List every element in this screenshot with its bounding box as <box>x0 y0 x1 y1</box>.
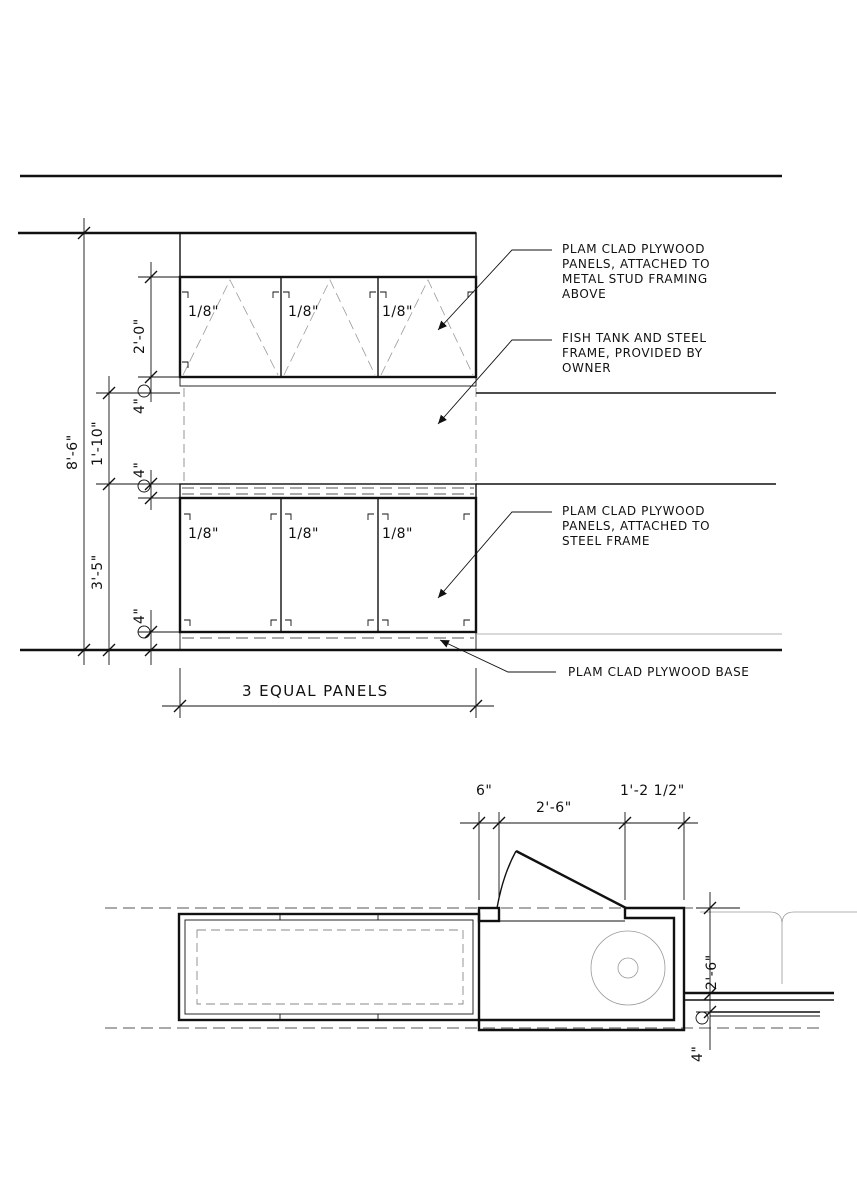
gap-label: 1/8" <box>188 304 219 320</box>
svg-text:FRAME, PROVIDED BY: FRAME, PROVIDED BY <box>562 346 703 360</box>
note-fish-tank: FISH TANK AND STEEL FRAME, PROVIDED BY O… <box>562 331 707 375</box>
alcove-wall <box>477 906 686 1032</box>
door-swing-arc <box>496 850 517 909</box>
svg-text:PLAM CLAD PLYWOOD: PLAM CLAD PLYWOOD <box>562 504 705 518</box>
svg-text:8'-6": 8'-6" <box>65 434 81 470</box>
svg-text:STEEL FRAME: STEEL FRAME <box>562 534 650 548</box>
dim-six-inch: 6" <box>476 783 492 799</box>
dim-two-six: 2'-6" <box>536 800 572 816</box>
dim-width: 3 EQUAL PANELS <box>162 668 494 718</box>
lower-panel-group <box>178 483 782 651</box>
svg-text:4": 4" <box>132 462 148 478</box>
plan-dim-horizontal: 6" 2'-6" 1'-2 1/2" <box>460 783 698 900</box>
leader-base <box>439 639 556 673</box>
panel-clips <box>184 513 470 626</box>
svg-text:2'-0": 2'-0" <box>132 318 148 354</box>
sink-bowl <box>590 930 666 1006</box>
plan-cabinet <box>177 912 481 1022</box>
soffit-box <box>179 232 477 278</box>
leader-fish-tank <box>437 339 552 425</box>
sink-drain <box>617 957 639 979</box>
dim-four-inch: 4" <box>690 1046 706 1062</box>
leader-lower-panels <box>437 511 552 599</box>
dim-base: 4" <box>132 608 180 665</box>
lower-panel-frame <box>178 496 478 634</box>
counter-outline <box>700 911 857 984</box>
door-leaf <box>515 849 627 910</box>
dim-depth: 2'-6" <box>704 954 720 990</box>
svg-text:METAL STUD FRAMING: METAL STUD FRAMING <box>562 272 708 286</box>
plan-view: 6" 2'-6" 1'-2 1/2" 2'-6" 4" <box>105 783 857 1062</box>
leader-upper-panels <box>437 249 552 331</box>
gap-label: 1/8" <box>288 526 319 542</box>
note-base: PLAM CLAD PLYWOOD BASE <box>568 665 750 679</box>
plan-cabinet-inner <box>184 919 474 1015</box>
note-lower-panels: PLAM CLAD PLYWOOD PANELS, ATTACHED TO ST… <box>562 504 710 548</box>
gap-label: 1/8" <box>382 526 413 542</box>
door-jamb <box>477 906 501 923</box>
dim-one-two-half: 1'-2 1/2" <box>620 783 685 799</box>
svg-text:3 EQUAL PANELS: 3 EQUAL PANELS <box>242 682 389 700</box>
panel-swing-lines <box>283 279 376 376</box>
svg-text:4": 4" <box>132 608 148 624</box>
panel-swing-lines <box>182 279 279 376</box>
note-upper-panels: PLAM CLAD PLYWOOD PANELS, ATTACHED TO ME… <box>562 242 710 301</box>
plan-tank-hidden <box>196 929 464 1005</box>
base <box>179 631 477 651</box>
panel-clips <box>182 291 474 368</box>
svg-text:3'-5": 3'-5" <box>90 554 106 590</box>
svg-text:OWNER: OWNER <box>562 361 611 375</box>
dim-tank-and-lower: 1'-10" 3'-5" <box>90 376 180 665</box>
svg-text:ABOVE: ABOVE <box>562 287 606 301</box>
dim-lower-trim: 4" <box>132 462 180 510</box>
upper-panel-group <box>178 275 478 387</box>
alcove-lines <box>479 920 670 1021</box>
svg-text:1'-10": 1'-10" <box>90 421 106 466</box>
svg-text:4": 4" <box>132 398 148 414</box>
upper-panel-trim <box>179 376 477 387</box>
svg-text:FISH TANK AND STEEL: FISH TANK AND STEEL <box>562 331 707 345</box>
gap-label: 1/8" <box>188 526 219 542</box>
dim-upper-panel: 2'-0" 4" <box>132 262 180 414</box>
svg-text:PANELS, ATTACHED TO: PANELS, ATTACHED TO <box>562 257 710 271</box>
panel-swing-lines <box>380 279 474 376</box>
gap-label: 1/8" <box>288 304 319 320</box>
dim-overall-height: 8'-6" <box>65 218 96 665</box>
lower-panel-top-trim <box>179 483 477 499</box>
gap-label: 1/8" <box>382 304 413 320</box>
elevation-view: 1/8" 1/8" 1/8" 1/8" 1/8" 1/8" 8'-6" 1'-1… <box>18 174 782 718</box>
svg-text:PANELS, ATTACHED TO: PANELS, ATTACHED TO <box>562 519 710 533</box>
plan-dim-vertical: 2'-6" 4" <box>690 892 740 1062</box>
svg-text:PLAM CLAD PLYWOOD: PLAM CLAD PLYWOOD <box>562 242 705 256</box>
